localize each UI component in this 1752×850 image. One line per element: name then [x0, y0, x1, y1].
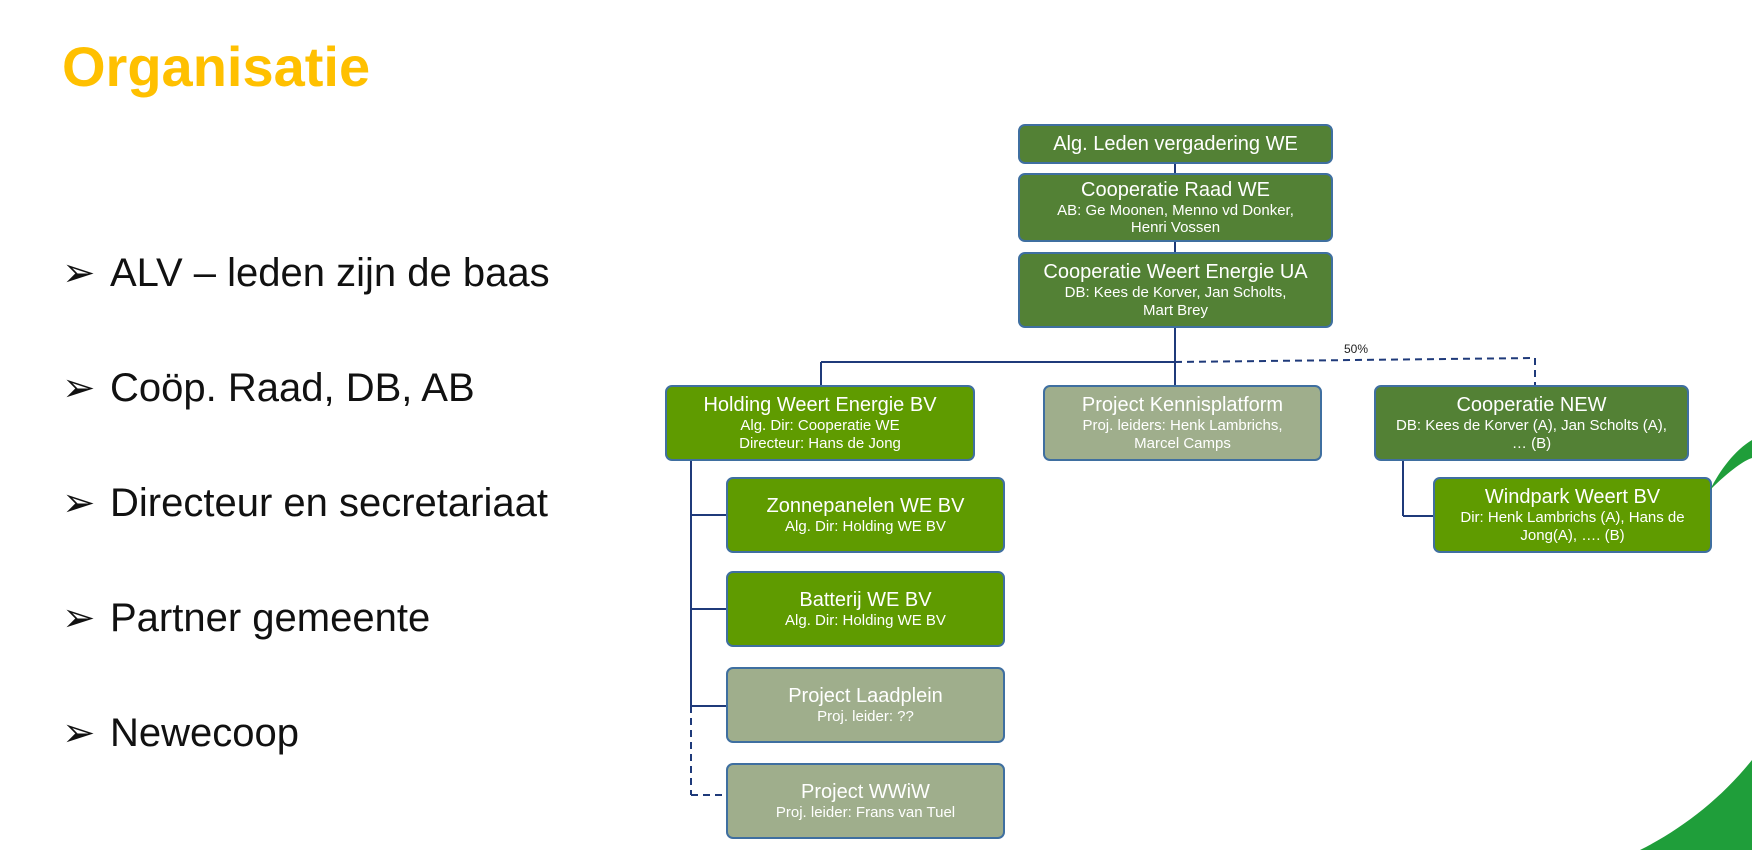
- arrow-bullet-icon: ➢: [62, 251, 96, 295]
- node-title: Project WWiW: [801, 780, 930, 803]
- bullet-text: ALV – leden zijn de baas: [110, 251, 550, 295]
- node-title: Project Laadplein: [788, 684, 943, 707]
- node-wwiw: Project WWiW Proj. leider: Frans van Tue…: [726, 763, 1005, 839]
- node-title: Cooperatie Raad WE: [1081, 178, 1270, 201]
- node-line: Alg. Dir: Holding WE BV: [785, 611, 946, 629]
- node-line: Dir: Henk Lambrichs (A), Hans de: [1460, 509, 1685, 527]
- node-batterij: Batterij WE BV Alg. Dir: Holding WE BV: [726, 571, 1005, 647]
- node-windpark: Windpark Weert BV Dir: Henk Lambrichs (A…: [1433, 477, 1712, 553]
- node-line: Directeur: Hans de Jong: [739, 434, 901, 452]
- node-title: Cooperatie Weert Energie UA: [1043, 261, 1308, 284]
- bullet-item: ➢ Coöp. Raad, DB, AB: [62, 365, 475, 411]
- node-line: Jong(A), …. (B): [1520, 526, 1625, 544]
- arrow-bullet-icon: ➢: [62, 711, 96, 755]
- bullet-item: ➢ ALV – leden zijn de baas: [62, 250, 550, 296]
- swoosh-top-shape: [1710, 440, 1752, 490]
- page-title: Organisatie: [62, 35, 371, 98]
- node-line: Mart Brey: [1142, 301, 1208, 319]
- arrow-bullet-icon: ➢: [62, 481, 96, 525]
- node-line: DB: Kees de Korver (A), Jan Scholts (A),: [1396, 417, 1667, 435]
- node-laadplein: Project Laadplein Proj. leider: ??: [726, 667, 1005, 743]
- node-zonnepanelen: Zonnepanelen WE BV Alg. Dir: Holding WE …: [726, 477, 1005, 553]
- node-line: Alg. Dir: Cooperatie WE: [740, 417, 900, 435]
- node-title: Project Kennisplatform: [1081, 394, 1284, 417]
- node-cooperatie-new: Cooperatie NEW DB: Kees de Korver (A), J…: [1374, 385, 1689, 461]
- decorative-swoosh: [1640, 440, 1752, 850]
- arrow-bullet-icon: ➢: [62, 366, 96, 410]
- node-line: Marcel Camps: [1134, 434, 1231, 452]
- node-title: Windpark Weert BV: [1484, 486, 1661, 509]
- dashed-connector-to-new: [1174, 357, 1536, 363]
- bullet-text: Newecoop: [110, 711, 300, 755]
- node-line: Proj. leider: Frans van Tuel: [775, 803, 956, 821]
- node-cooperatie-raad: Cooperatie Raad WE AB: Ge Moonen, Menno …: [1018, 173, 1333, 242]
- node-alv: Alg. Leden vergadering WE: [1018, 124, 1333, 164]
- node-kennisplatform: Project Kennisplatform Proj. leiders: He…: [1043, 385, 1322, 461]
- node-line: DB: Kees de Korver, Jan Scholts,: [1064, 284, 1287, 302]
- arrow-bullet-icon: ➢: [62, 596, 96, 640]
- node-title: Cooperatie NEW: [1456, 394, 1607, 417]
- node-line: Henri Vossen: [1130, 219, 1221, 236]
- node-title: Zonnepanelen WE BV: [766, 494, 965, 517]
- node-line: Proj. leiders: Henk Lambrichs,: [1082, 417, 1283, 435]
- bullet-text: Partner gemeente: [110, 596, 431, 640]
- node-line: Proj. leider: ??: [817, 707, 914, 725]
- node-line: … (B): [1511, 434, 1552, 452]
- share-percentage-label: 50%: [1344, 342, 1369, 356]
- node-title: Holding Weert Energie BV: [703, 394, 937, 417]
- node-title: Alg. Leden vergadering WE: [1053, 132, 1298, 155]
- bullet-item: ➢ Partner gemeente: [62, 595, 430, 641]
- node-holding: Holding Weert Energie BV Alg. Dir: Coope…: [665, 385, 975, 461]
- swoosh-bottom-shape: [1640, 760, 1752, 850]
- bullet-text: Coöp. Raad, DB, AB: [110, 366, 475, 410]
- bullet-text: Directeur en secretariaat: [110, 481, 548, 525]
- bullet-item: ➢ Newecoop: [62, 710, 299, 756]
- node-title: Batterij WE BV: [799, 588, 932, 611]
- node-line: Alg. Dir: Holding WE BV: [785, 517, 946, 535]
- node-line: AB: Ge Moonen, Menno vd Donker,: [1057, 201, 1294, 219]
- bullet-item: ➢ Directeur en secretariaat: [62, 480, 548, 526]
- node-cooperatie-ua: Cooperatie Weert Energie UA DB: Kees de …: [1018, 252, 1333, 328]
